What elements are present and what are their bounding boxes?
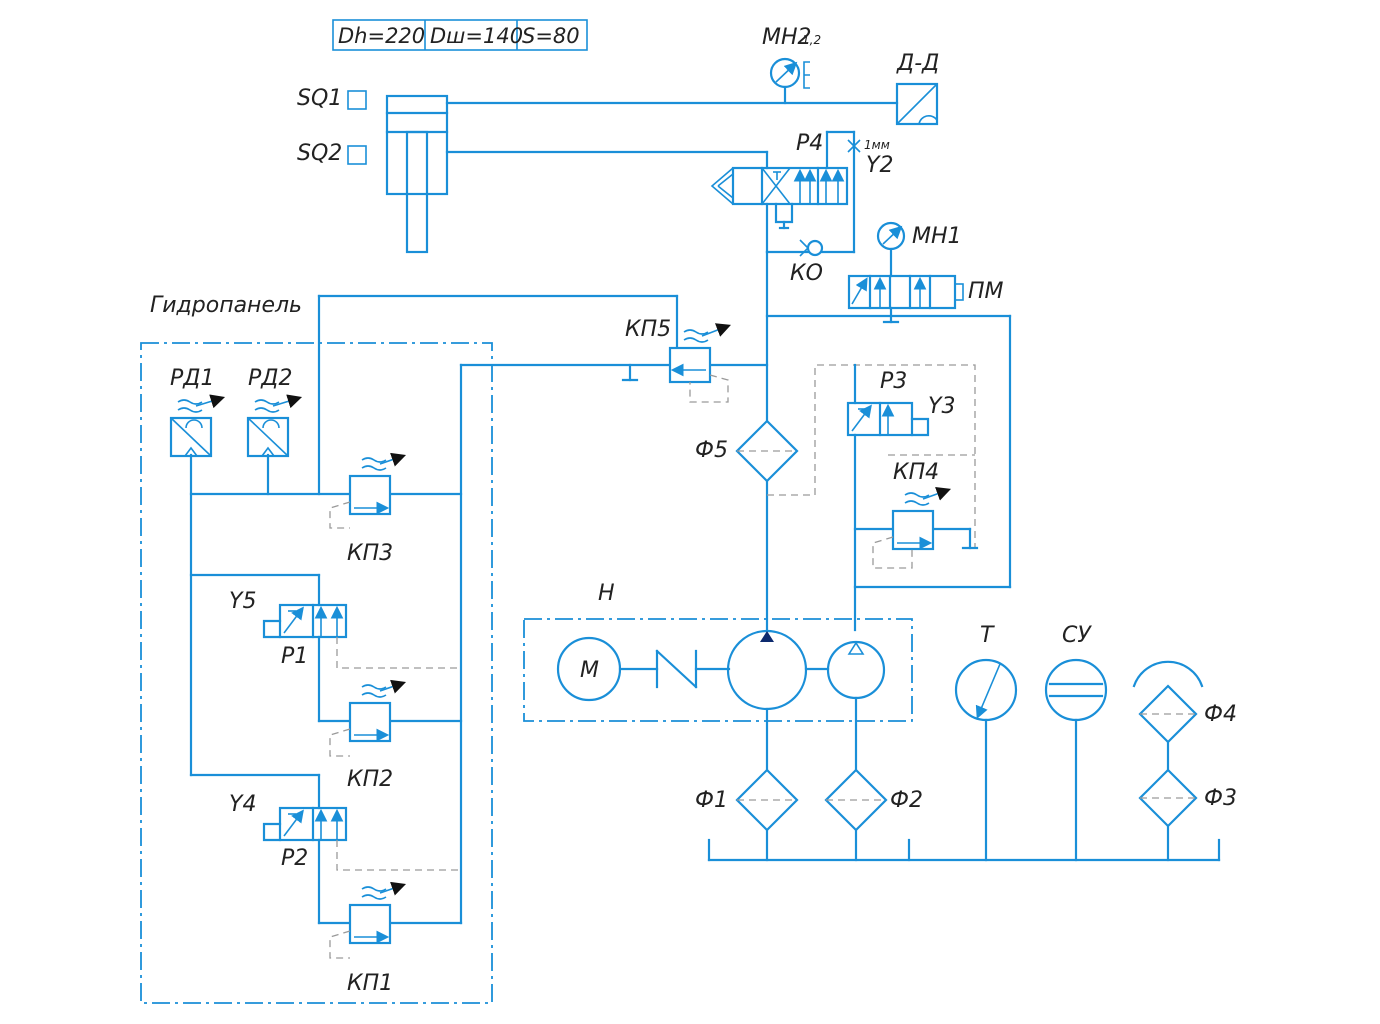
relief-valve-kp3: КП3 <box>329 452 407 566</box>
spec-dw: Dш=140 <box>430 24 523 48</box>
label-ko: КО <box>790 261 823 286</box>
pressure-switch-rd1: РД1 <box>169 366 226 458</box>
spec-s: S=80 <box>522 24 580 48</box>
pressure-switch-dd: Д-Д <box>895 51 939 126</box>
relief-valve-kp5: КП5 <box>621 317 731 403</box>
label-p3: Р3 <box>880 369 907 394</box>
gauge-mh1: МН1 <box>876 221 962 278</box>
relief-valve-kp2: КП2 <box>329 679 407 792</box>
label-kp4: КП4 <box>893 460 939 485</box>
pressure-switch-rd2: РД2 <box>246 366 303 458</box>
check-valve-ko: КО <box>765 202 856 286</box>
label-y2: Y2 <box>866 153 893 178</box>
label-kp5: КП5 <box>625 317 671 342</box>
label-mh1: МН1 <box>912 224 962 249</box>
filter-f3: Ф3 <box>1138 768 1237 862</box>
filter-f5: Ф5 <box>695 364 976 632</box>
thermometer-t: Т <box>954 623 1018 862</box>
limit-switch-sq2 <box>347 145 367 165</box>
label-choke: 1мм <box>864 138 890 152</box>
solenoid-valve-p2: Y4 Р2 <box>229 792 461 871</box>
directional-valve-p4: Р4 <box>710 131 849 206</box>
label-mh2: МН2 <box>762 25 812 50</box>
label-dd: Д-Д <box>896 51 939 76</box>
limit-switch-sq1 <box>347 90 367 110</box>
hydraulic-cylinder: SQ1 SQ2 <box>297 86 449 254</box>
label-mh2-sub: 1,2 <box>802 33 821 47</box>
label-f2: Ф2 <box>890 788 923 813</box>
relief-valve-kp1: КП1 <box>329 881 407 996</box>
aux-pump <box>826 640 886 700</box>
label-p1: Р1 <box>281 644 308 669</box>
spec-dh: Dh=220 <box>338 24 425 48</box>
hydropanel: Гидропанель <box>140 293 493 1004</box>
spec-table: Dh=220 Dш=140 S=80 <box>332 19 588 51</box>
gauge-switch-pm: ПМ <box>847 274 1004 324</box>
label-sq1: SQ1 <box>297 86 342 111</box>
filter-f4: Ф4 <box>1132 660 1237 772</box>
label-h: Н <box>598 581 615 606</box>
label-y3: Y3 <box>928 394 955 419</box>
label-y4: Y4 <box>229 792 256 817</box>
gauge-mh2: МН2 1,2 <box>762 25 821 105</box>
label-rd2: РД2 <box>248 366 292 391</box>
label-p2: Р2 <box>281 846 308 871</box>
main-pump <box>726 629 808 711</box>
relief-valve-kp4: КП4 <box>872 460 952 569</box>
label-t: Т <box>980 623 995 648</box>
label-sq2: SQ2 <box>297 141 342 166</box>
label-y5: Y5 <box>229 589 256 614</box>
label-m: М <box>580 658 599 683</box>
tank-line <box>707 838 1221 862</box>
pump-unit-h: Н М <box>523 581 913 722</box>
label-su: СУ <box>1062 623 1092 648</box>
solenoid-valve-p3: Р3 Y3 <box>846 369 975 456</box>
label-f3: Ф3 <box>1204 786 1237 811</box>
level-gauge-su: СУ <box>1044 623 1108 862</box>
label-f4: Ф4 <box>1204 702 1237 727</box>
label-pm: ПМ <box>968 279 1004 304</box>
coupling <box>655 649 698 689</box>
filter-f1: Ф1 <box>695 768 799 862</box>
label-p4: Р4 <box>796 131 823 156</box>
label-kp3: КП3 <box>347 541 393 566</box>
filter-f2: Ф2 <box>824 768 923 862</box>
label-panel: Гидропанель <box>150 293 302 318</box>
solenoid-valve-p1: Y5 Р1 <box>229 589 461 669</box>
label-f1: Ф1 <box>695 788 728 813</box>
label-kp1: КП1 <box>347 971 393 996</box>
label-rd1: РД1 <box>170 366 214 391</box>
label-kp2: КП2 <box>347 767 393 792</box>
label-f5: Ф5 <box>695 438 728 463</box>
